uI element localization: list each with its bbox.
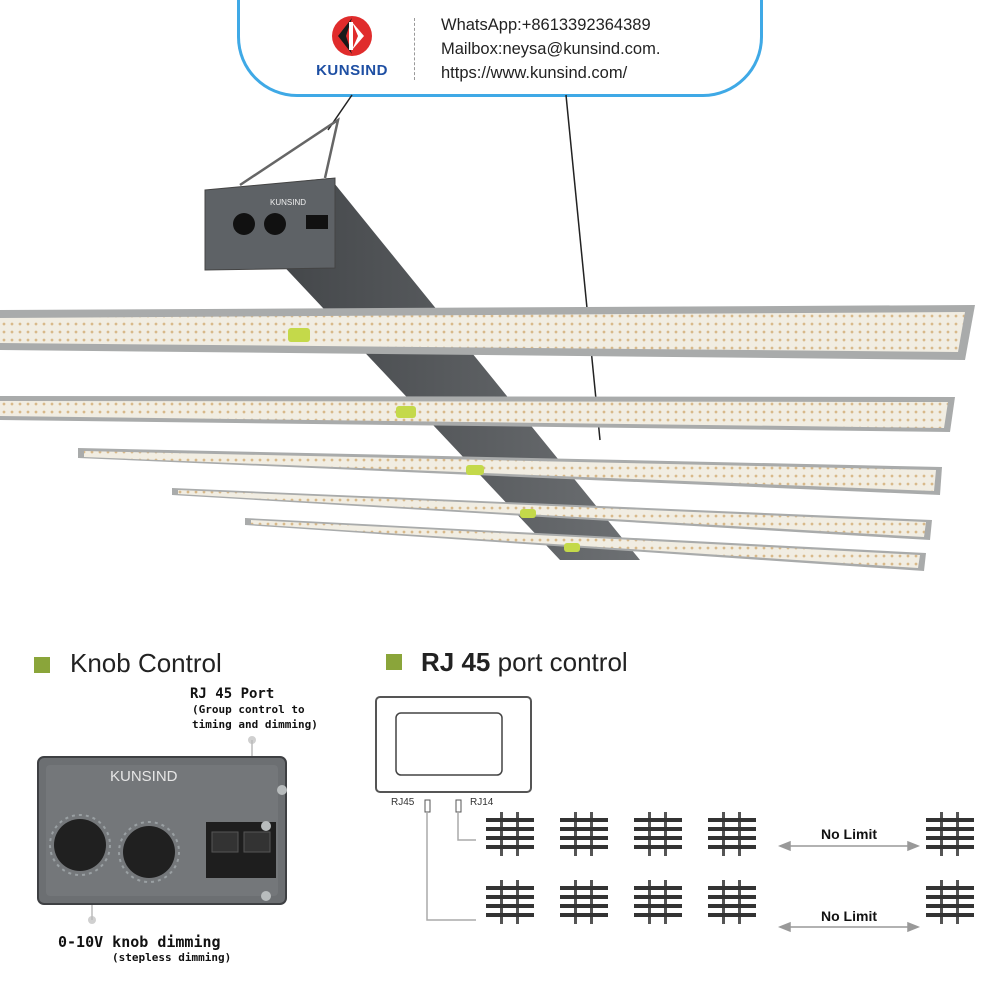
fixture-row-1 [486, 812, 974, 856]
no-limit-label-2: No Limit [821, 908, 877, 924]
rj45-port-desc-2: timing and dimming) [192, 718, 318, 731]
port-label-rj14: RJ14 [470, 797, 494, 808]
hanging-wire [565, 94, 601, 441]
knob-control-title: Knob Control [70, 648, 222, 678]
banner-divider [414, 18, 415, 80]
no-limit-label-1: No Limit [821, 826, 877, 842]
section-marker [34, 657, 50, 673]
light-bar [245, 518, 926, 571]
no-limit-arrow [777, 840, 921, 852]
website-link[interactable]: https://www.kunsind.com/ [441, 64, 628, 82]
light-bar [78, 448, 942, 495]
fixture-row-2 [486, 880, 974, 924]
knob-dimming-desc: (stepless dimming) [112, 951, 232, 964]
rj45-port-desc-1: (Group control to [192, 703, 305, 716]
no-limit-arrow [777, 921, 921, 933]
panel-brand: KUNSIND [110, 768, 178, 785]
brand-name: KUNSIND [316, 62, 388, 79]
rj45-port-label: RJ 45 Port [190, 686, 275, 702]
light-bar [0, 396, 955, 432]
contact-banner [237, 0, 763, 97]
light-bar [0, 305, 975, 360]
mailbox-text: Mailbox:neysa@kunsind.com. [441, 40, 661, 58]
section-marker [386, 654, 402, 670]
whatsapp-text: WhatsApp:+8613392364389 [441, 16, 651, 34]
grow-light-product-image: KUNSIND [0, 94, 975, 571]
box-brand: KUNSIND [270, 198, 306, 207]
rj45-control-title: RJ 45 port control [421, 647, 628, 677]
knob-dimming-label: 0-10V knob dimming [58, 933, 221, 951]
kunsind-logo [332, 16, 372, 56]
port-label-rj45: RJ45 [391, 797, 415, 808]
light-bar [172, 488, 932, 540]
